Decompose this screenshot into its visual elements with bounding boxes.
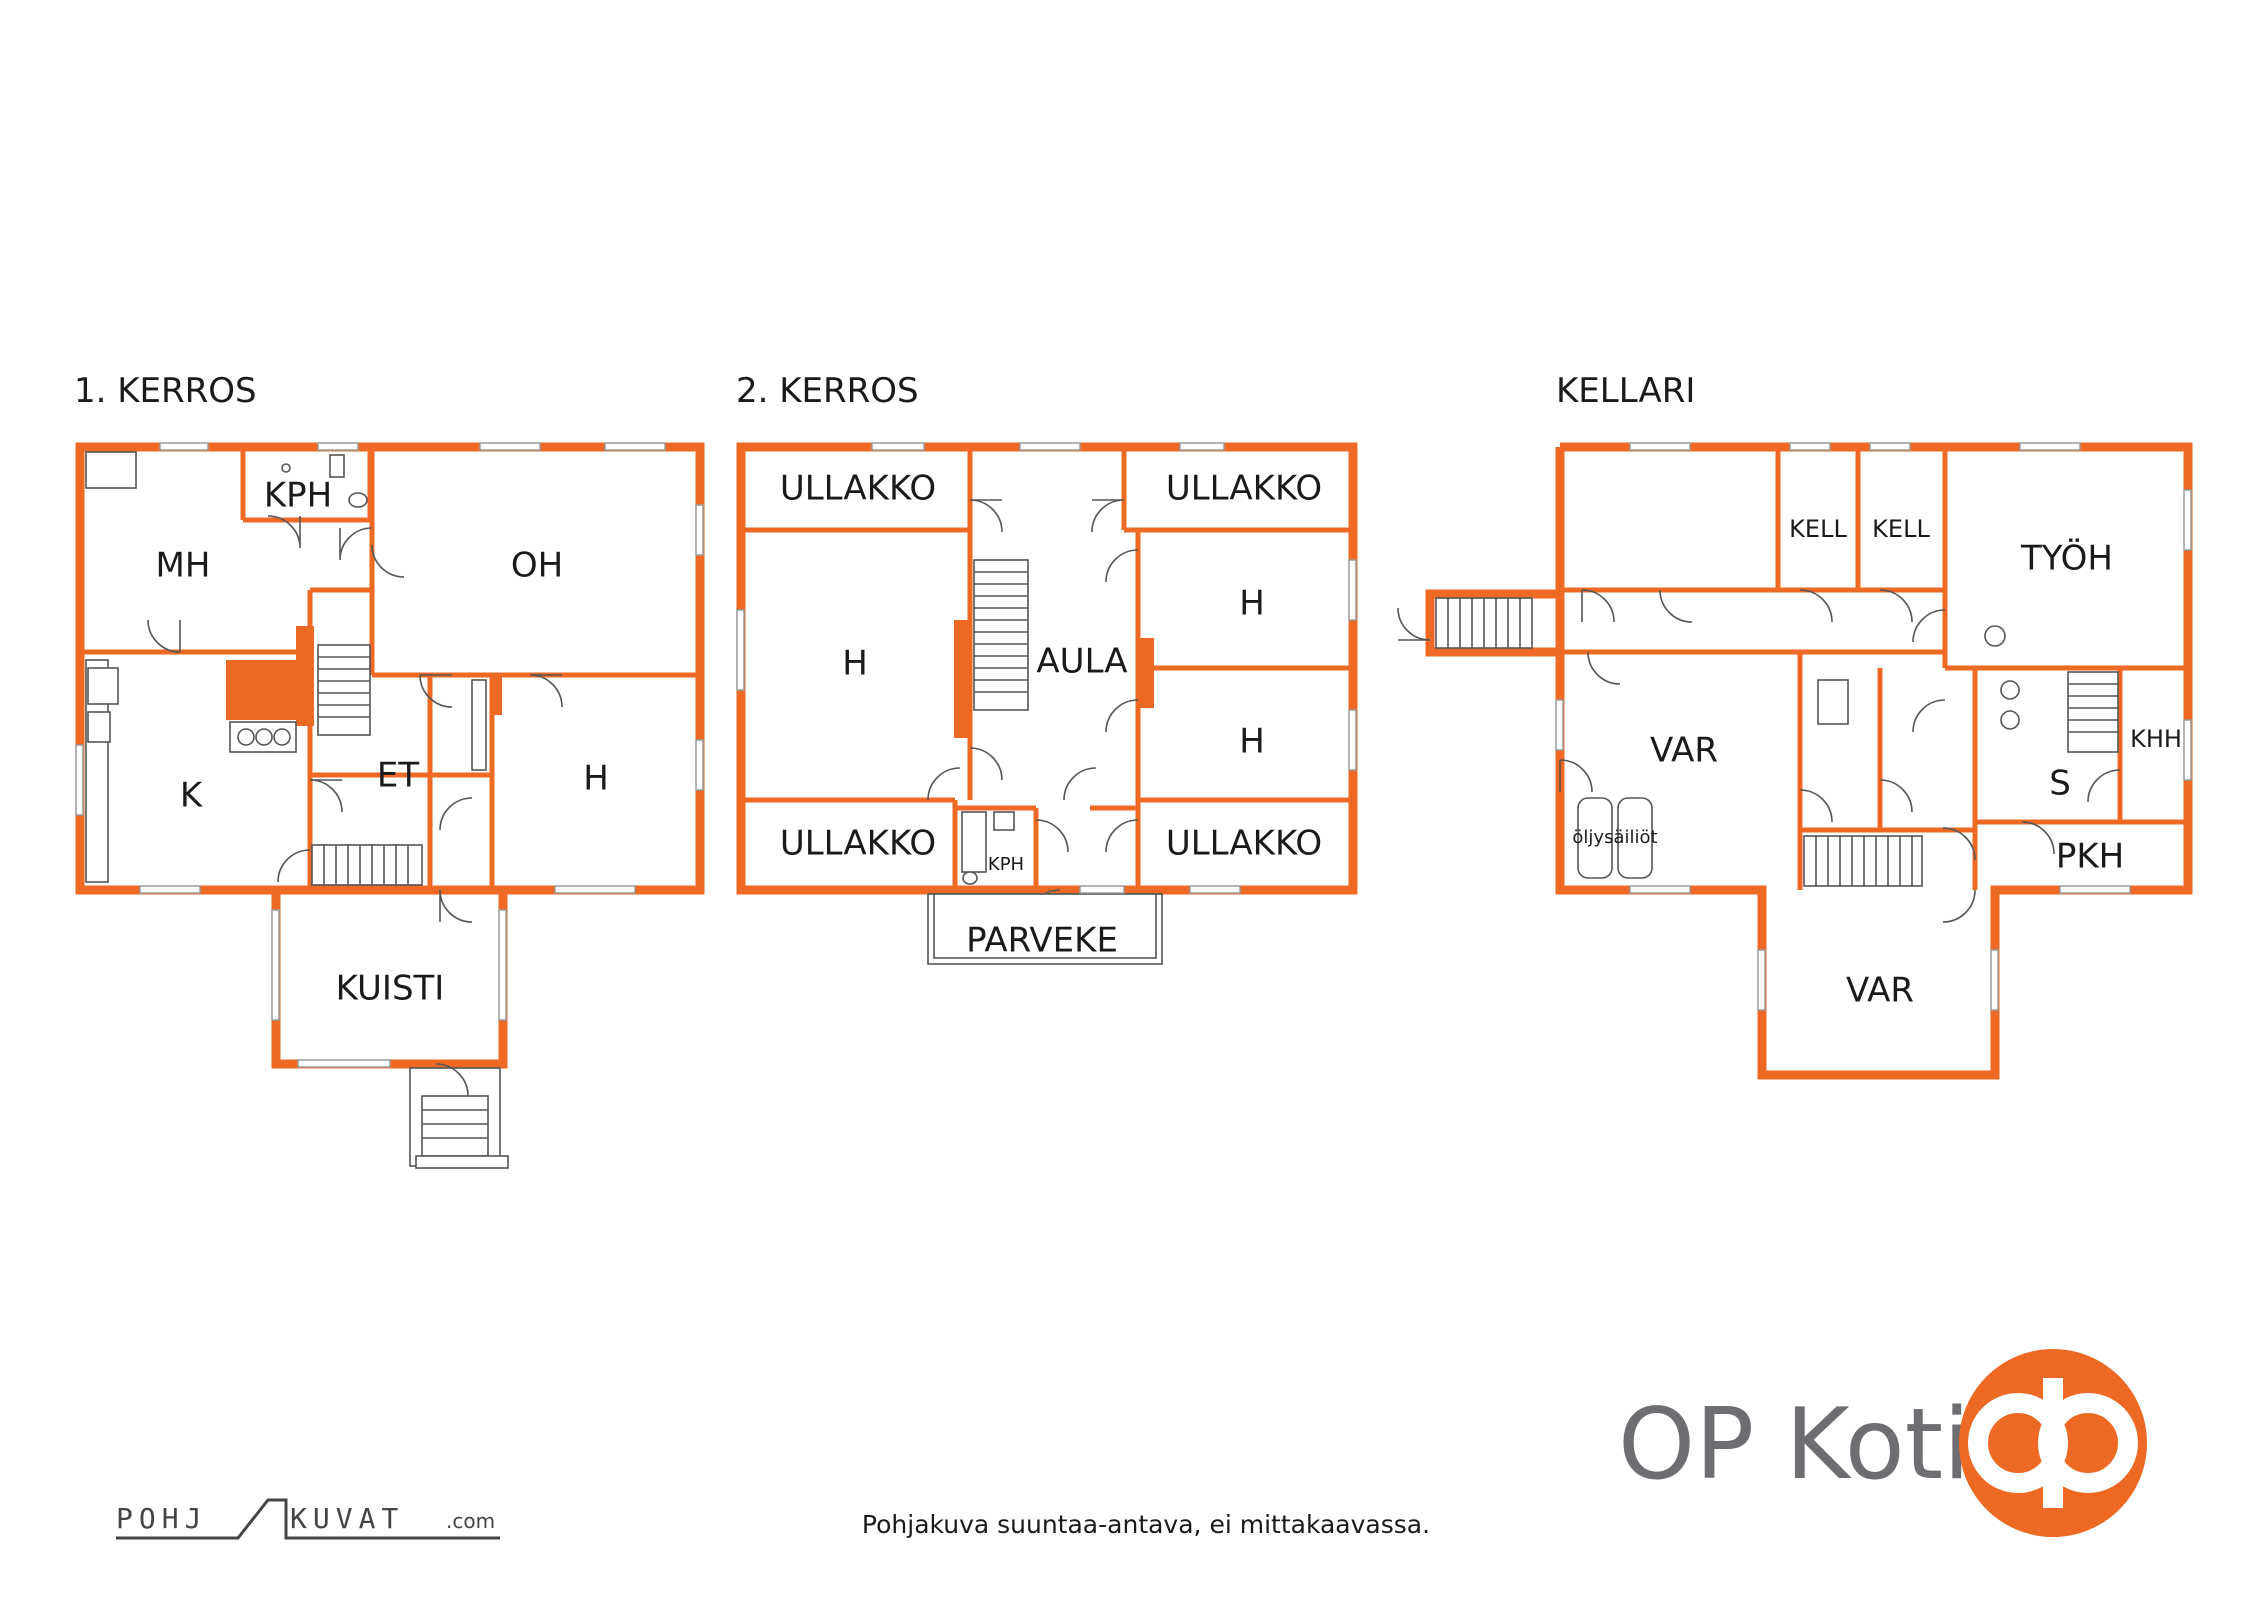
op-logo-icon	[1959, 1349, 2147, 1537]
first-floor-outer-wall	[75, 442, 705, 895]
room-h-right-top: H	[1239, 584, 1265, 624]
basement-outer-wall	[1555, 442, 2193, 1080]
room-mh: MH	[156, 546, 211, 586]
room-h-first: H	[583, 759, 609, 799]
label-oil-tanks: öljysäiliöt	[1572, 827, 1657, 848]
op-koti-logo: OP Koti	[1618, 1349, 2147, 1537]
first-floor-plan: MH KPH OH K ET H KUISTI	[75, 442, 705, 1169]
pohjakuvat-logo-left: POHJ	[116, 1502, 207, 1535]
room-var-left: VAR	[1650, 731, 1718, 771]
room-ullakko-bottom-right: ULLAKKO	[1166, 824, 1322, 864]
room-et: ET	[377, 756, 419, 796]
basement-entry-wall	[1425, 589, 1560, 657]
second-floor-plan: ULLAKKO ULLAKKO H AULA H H ULLAKKO KPH U…	[736, 442, 1358, 965]
room-aula: AULA	[1036, 642, 1127, 682]
room-ullakko-top-left: ULLAKKO	[780, 469, 936, 509]
room-parveke: PARVEKE	[966, 921, 1118, 961]
first-floor-title: 1. KERROS	[74, 371, 257, 411]
basement-title: KELLARI	[1556, 371, 1695, 411]
room-kell-1: KELL	[1789, 515, 1847, 543]
room-oh: OH	[511, 546, 563, 586]
room-ullakko-top-right: ULLAKKO	[1166, 469, 1322, 509]
room-kph-second: KPH	[988, 854, 1024, 875]
room-h-left: H	[842, 644, 868, 684]
room-khh: KHH	[2130, 725, 2182, 753]
basement-plan: KELL KELL TYÖH VAR öljysäiliöt S KHH PKH…	[1397, 442, 2193, 1080]
room-h-right-bottom: H	[1239, 722, 1265, 762]
room-kph-first: KPH	[264, 476, 332, 516]
pohjakuvat-logo-right: KUVAT	[290, 1502, 404, 1535]
room-kuisti: KUISTI	[336, 969, 445, 1009]
room-k: K	[180, 776, 204, 816]
room-var-bottom: VAR	[1846, 971, 1914, 1011]
disclaimer-text: Pohjakuva suuntaa-antava, ei mittakaavas…	[862, 1510, 1430, 1539]
brand-text: OP Koti	[1618, 1388, 1970, 1502]
room-pkh: PKH	[2056, 837, 2124, 877]
room-kell-2: KELL	[1872, 515, 1930, 543]
pohjakuvat-logo: POHJ KUVAT .com	[116, 1498, 500, 1540]
room-tyoh: TYÖH	[2020, 538, 2113, 579]
room-ullakko-bottom-left: ULLAKKO	[780, 824, 936, 864]
second-floor-title: 2. KERROS	[736, 371, 919, 411]
room-s: S	[2049, 764, 2071, 804]
pohjakuvat-logo-domain: .com	[446, 1509, 495, 1533]
